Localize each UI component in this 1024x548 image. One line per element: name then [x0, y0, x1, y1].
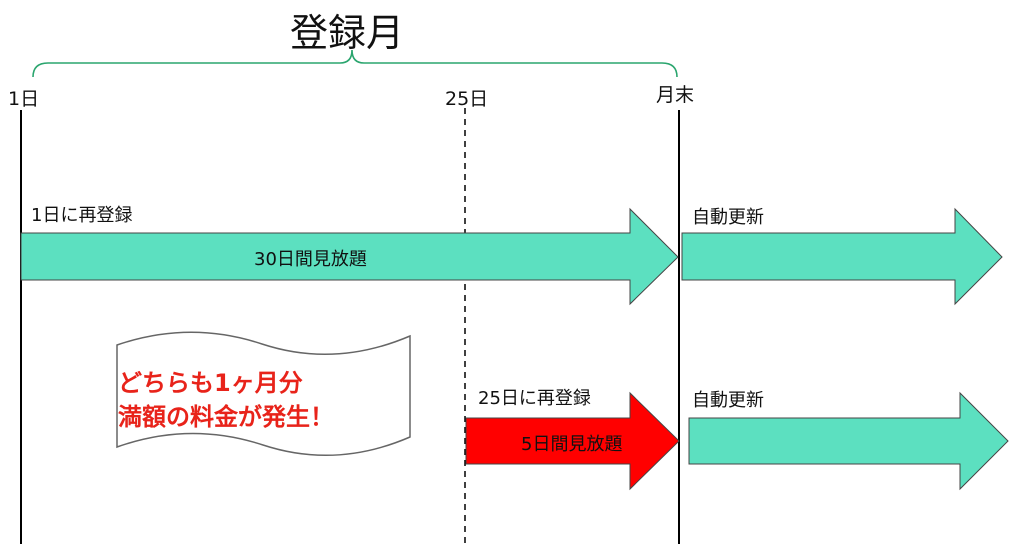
row1-renewal-arrow [681, 207, 1003, 306]
row2-bar-label: 5日間見放題 [521, 434, 623, 455]
row2-5day-arrow [465, 391, 680, 491]
tick-start: 1日 [8, 88, 40, 110]
diagram-title: 登録月 [290, 11, 405, 55]
row1-renewal-caption: 自動更新 [692, 207, 764, 228]
row2-renewal-caption: 自動更新 [692, 390, 764, 411]
row1-30day-arrow [20, 207, 679, 306]
note-line2: 満額の料金が発生！ [118, 403, 334, 431]
row2-caption: 25日に再登録 [478, 388, 591, 409]
note-line1: どちらも1ヶ月分 [118, 369, 303, 397]
row2-renewal-arrow [688, 391, 1009, 491]
row1-bar-label: 30日間見放題 [254, 249, 367, 270]
note-text: どちらも1ヶ月分 満額の料金が発生！ [118, 366, 408, 434]
month-brace [32, 49, 678, 78]
note-scroll-shape [116, 331, 411, 456]
row1-caption: 1日に再登録 [31, 205, 133, 226]
tick-day25: 25日 [445, 88, 489, 110]
tick-month-end: 月末 [656, 84, 695, 106]
